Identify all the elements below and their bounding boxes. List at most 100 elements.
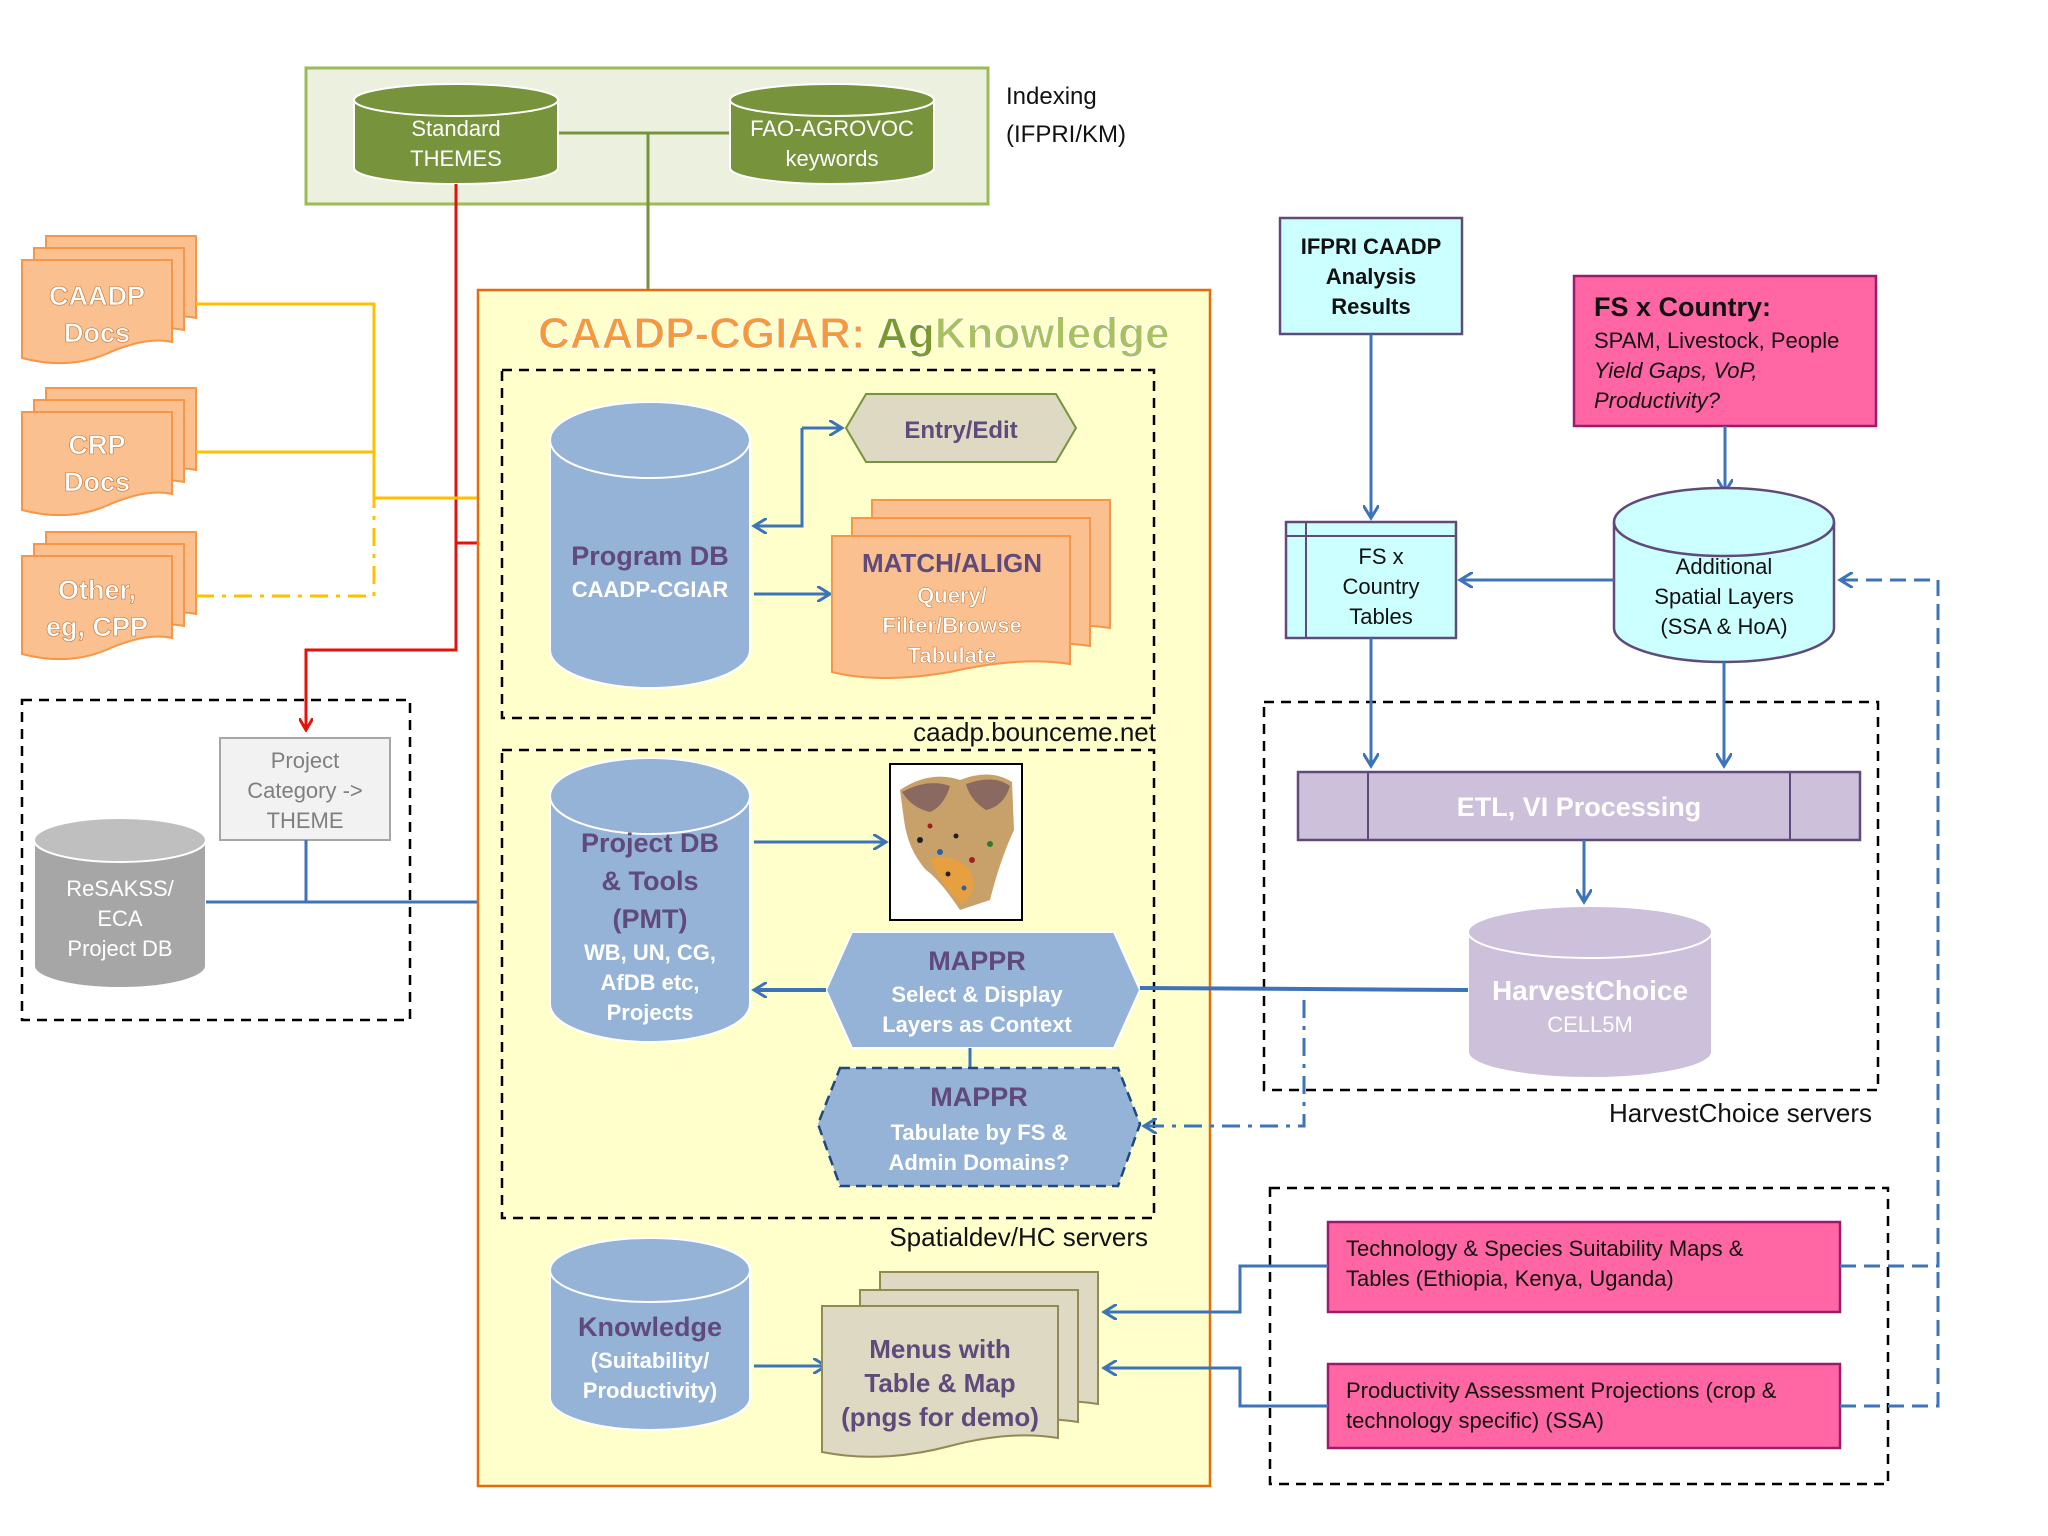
match-label-4: Tabulate — [908, 643, 997, 668]
match-label-3: Filter/Browse — [882, 613, 1021, 638]
agrovoc-db: FAO-AGROVOC keywords — [729, 83, 935, 185]
mappr2-label-3: Admin Domains? — [889, 1150, 1070, 1175]
project-db-label-3: (PMT) — [613, 904, 688, 934]
agrovoc-label-1: FAO-AGROVOC — [750, 116, 914, 141]
crp-docs-label-1: CRP — [68, 430, 125, 460]
indexing-title: Indexing — [1006, 83, 1097, 110]
fs-tables-label-2: Country — [1342, 574, 1419, 599]
standard-themes-db: Standard THEMES — [353, 83, 559, 185]
hc-servers-label: HarvestChoice servers — [1609, 1098, 1872, 1128]
fs-country-line-4: Productivity? — [1594, 388, 1721, 413]
menus-label-2: Table & Map — [864, 1368, 1015, 1398]
ifpri-label-1: IFPRI CAADP — [1301, 234, 1442, 259]
fs-country-box: FS x Country: SPAM, Livestock, People Yi… — [1572, 274, 1878, 428]
agknowledge-panel: CAADP-CGIAR: AgKnowledge caadp.bounceme.… — [476, 288, 1212, 1488]
mappr2-label-2: Tabulate by FS & — [891, 1120, 1068, 1145]
fs-country-line-2: SPAM, Livestock, People — [1594, 328, 1839, 353]
agrovoc-label-2: keywords — [786, 146, 879, 171]
tech-suitability-box: Technology & Species Suitability Maps & … — [1326, 1220, 1842, 1314]
caadp-docs: CAADP Docs — [21, 235, 197, 365]
crp-docs: CRP Docs — [21, 387, 197, 517]
mappr1-label-1: MAPPR — [928, 946, 1026, 976]
ifpri-label-3: Results — [1331, 294, 1410, 319]
knowledge-db: Knowledge (Suitability/ Productivity) — [549, 1237, 751, 1431]
fs-tables-label-1: FS x — [1358, 544, 1403, 569]
knowledge-label-2: (Suitability/ — [591, 1348, 710, 1373]
title-ag: Ag — [876, 309, 935, 358]
productivity-box: Productivity Assessment Projections (cro… — [1326, 1362, 1842, 1450]
fs-country-title: FS x Country: — [1594, 292, 1771, 322]
resakss-db: ReSAKSS/ ECA Project DB — [33, 817, 207, 989]
project-db-label-2: & Tools — [602, 866, 699, 896]
resakss-label-2: ECA — [97, 906, 143, 931]
project-db-label-1: Project DB — [581, 828, 719, 858]
other-docs-label-1: Other, — [58, 575, 136, 605]
project-db: Project DB & Tools (PMT) WB, UN, CG, AfD… — [549, 757, 751, 1043]
project-category-box: Project Category -> THEME — [219, 737, 391, 841]
category-label-2: Category -> — [247, 778, 363, 803]
caadp-docs-label-2: Docs — [64, 318, 130, 348]
prod-label-1: Productivity Assessment Projections (cro… — [1346, 1378, 1777, 1403]
domain-caadp: caadp.bounceme.net — [913, 717, 1157, 747]
ifpri-label-2: Analysis — [1326, 264, 1417, 289]
etl-box: ETL, VI Processing — [1296, 770, 1862, 842]
fs-tables-label-3: Tables — [1349, 604, 1413, 629]
match-align-stack: MATCH/ALIGN Query/ Filter/Browse Tabulat… — [831, 499, 1111, 679]
match-label-2: Query/ — [917, 583, 987, 608]
knowledge-label-3: Productivity) — [583, 1378, 717, 1403]
program-db-label-1: Program DB — [571, 541, 729, 571]
spatial-layers-db: Additional Spatial Layers (SSA & HoA) — [1612, 486, 1836, 664]
mappr2-label-1: MAPPR — [930, 1082, 1028, 1112]
agknowledge-title: CAADP-CGIAR: AgKnowledge — [538, 309, 1169, 358]
crp-docs-label-2: Docs — [64, 467, 130, 497]
match-label-1: MATCH/ALIGN — [862, 548, 1042, 578]
tech-label-1: Technology & Species Suitability Maps & — [1346, 1236, 1744, 1261]
title-caadp: CAADP-CGIAR: — [538, 309, 876, 358]
entry-edit-box: Entry/Edit — [844, 393, 1078, 463]
domain-spatialdev: Spatialdev/HC servers — [889, 1222, 1148, 1252]
spatial-label-3: (SSA & HoA) — [1660, 614, 1787, 639]
project-db-label-5: AfDB etc, — [600, 970, 699, 995]
mappr-tabulate: MAPPR Tabulate by FS & Admin Domains? — [816, 1066, 1142, 1188]
ifpri-results-box: IFPRI CAADP Analysis Results — [1278, 216, 1464, 336]
mappr-select-display: MAPPR Select & Display Layers as Context — [824, 931, 1142, 1049]
category-label-3: THEME — [267, 808, 344, 833]
hc-label-1: HarvestChoice — [1492, 975, 1688, 1006]
other-docs: Other, eg, CPP — [21, 531, 197, 661]
indexing-panel: Standard THEMES FAO-AGROVOC keywords — [304, 66, 990, 400]
themes-label-2: THEMES — [410, 146, 502, 171]
project-db-label-6: Projects — [607, 1000, 694, 1025]
program-db: Program DB CAADP-CGIAR — [549, 401, 751, 689]
resakss-label-3: Project DB — [67, 936, 172, 961]
tech-label-2: Tables (Ethiopia, Kenya, Uganda) — [1346, 1266, 1674, 1291]
map-thumbnail — [889, 763, 1023, 921]
menus-label-1: Menus with — [869, 1334, 1011, 1364]
project-db-label-4: WB, UN, CG, — [584, 940, 716, 965]
spatial-label-2: Spatial Layers — [1654, 584, 1793, 609]
resakss-panel: Project Category -> THEME ReSAKSS/ ECA P… — [20, 698, 412, 1022]
fs-country-line-3: Yield Gaps, VoP, — [1594, 358, 1758, 383]
menus-label-3: (pngs for demo) — [841, 1402, 1039, 1432]
knowledge-label-1: Knowledge — [578, 1312, 722, 1342]
fs-country-tables: FS x Country Tables — [1284, 520, 1458, 640]
menus-stack: Menus with Table & Map (pngs for demo) — [821, 1271, 1099, 1458]
prod-label-2: technology specific) (SSA) — [1346, 1408, 1604, 1433]
harvestchoice-panel: HarvestChoice servers ETL, VI Processing… — [1262, 700, 1880, 1128]
spatial-label-1: Additional — [1676, 554, 1773, 579]
harvestchoice-db: HarvestChoice CELL5M — [1467, 905, 1713, 1079]
themes-label-1: Standard — [411, 116, 500, 141]
resakss-label-1: ReSAKSS/ — [66, 876, 174, 901]
caadp-docs-label-1: CAADP — [49, 281, 145, 311]
indexing-owner: (IFPRI/KM) — [1006, 121, 1126, 148]
bottom-right-panel: Technology & Species Suitability Maps & … — [1268, 1186, 1890, 1486]
other-docs-label-2: eg, CPP — [46, 612, 148, 642]
mappr1-label-3: Layers as Context — [882, 1012, 1072, 1037]
mappr1-label-2: Select & Display — [891, 982, 1063, 1007]
hc-label-2: CELL5M — [1547, 1012, 1633, 1037]
etl-label: ETL, VI Processing — [1457, 792, 1702, 822]
entry-edit-label: Entry/Edit — [904, 417, 1017, 444]
title-knowledge: Knowledge — [935, 309, 1170, 358]
program-db-label-2: CAADP-CGIAR — [572, 577, 729, 602]
category-label-1: Project — [271, 748, 339, 773]
